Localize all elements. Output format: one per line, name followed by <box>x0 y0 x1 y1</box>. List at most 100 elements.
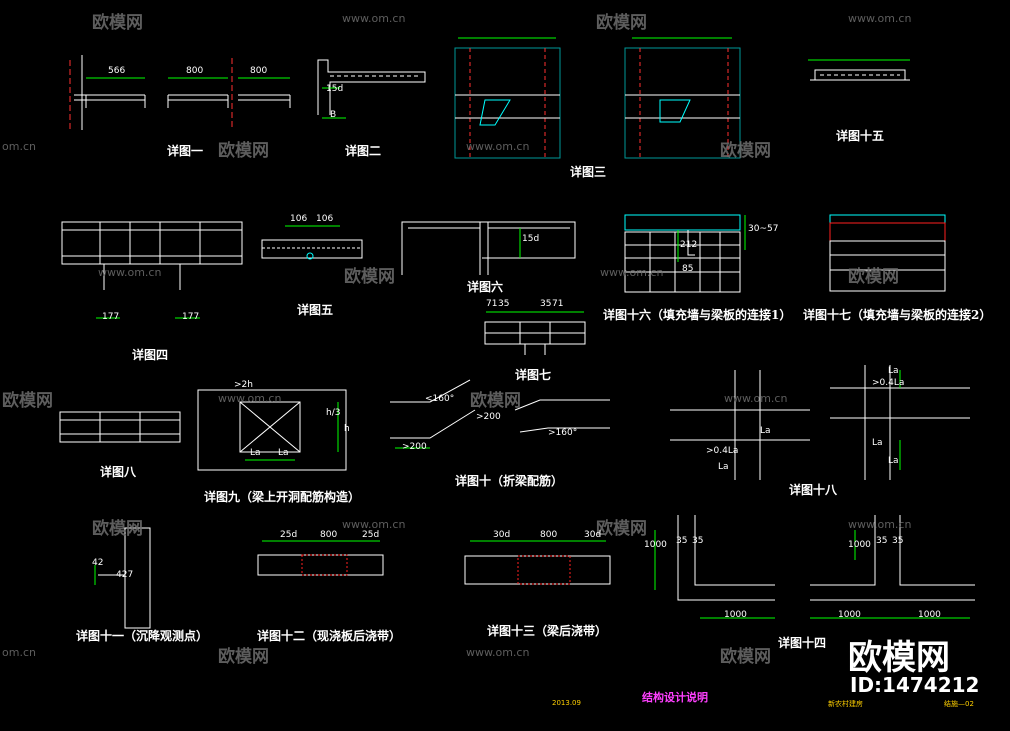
dimension-text: 35 <box>876 536 888 546</box>
dimension-text: 35 <box>498 299 510 309</box>
dimension-text: 71 <box>486 299 498 309</box>
dimension-text: 800 <box>250 66 268 76</box>
dimension-text: 800 <box>320 530 338 540</box>
dimension-text: >2h <box>234 380 253 390</box>
dimension-text: <160° <box>425 394 455 404</box>
dimension-text: La <box>888 456 899 466</box>
dimension-text: 15d <box>326 84 344 94</box>
dimension-text: 35 <box>676 536 688 546</box>
detail-13-label: 详图十三（梁后浇带） <box>487 624 608 638</box>
dimension-text: 177 <box>102 312 120 322</box>
dimension-text: 106 <box>316 214 334 224</box>
watermark-logo: 欧模网 <box>848 267 899 287</box>
dimension-text: 35 <box>540 299 552 309</box>
dimension-text: 800 <box>186 66 204 76</box>
detail-7-drawing <box>484 311 586 355</box>
dimension-text: La <box>760 426 771 436</box>
detail-6-label: 详图六 <box>467 280 504 294</box>
dimension-text: >200 <box>402 442 427 452</box>
watermark-url: www.om.cn <box>466 646 530 659</box>
watermark-logo: 欧模网 <box>596 519 647 539</box>
detail-16-drawing <box>624 214 746 293</box>
dimension-text: 35 <box>892 536 904 546</box>
watermark-logo: 欧模网 <box>720 141 771 161</box>
detail-18-drawing <box>670 365 970 480</box>
detail-16-label: 详图十六（填充墙与梁板的连接1） <box>603 308 792 322</box>
watermark-url: www.om.cn <box>848 12 912 25</box>
detail-17-drawing <box>829 214 946 292</box>
watermark-url: www.om.cn <box>218 392 282 405</box>
dimension-text: 25d <box>280 530 298 540</box>
dimension-text: >0.4La <box>872 378 905 388</box>
detail-10-label: 详图十（折梁配筋） <box>455 474 564 488</box>
watermark-url: www.om.cn <box>848 518 912 531</box>
detail-3-drawing <box>454 37 741 159</box>
dimension-text: 30~57 <box>748 224 779 234</box>
sheet-number: 结施—02 <box>944 700 974 708</box>
detail-4-drawing <box>61 221 243 319</box>
detail-14-drawing <box>654 515 975 619</box>
detail-14-label: 详图十四 <box>778 636 827 650</box>
dimension-text: La <box>278 448 289 458</box>
watermark-url: om.cn <box>2 140 36 153</box>
dimension-text: 1000 <box>848 540 871 550</box>
detail-2-label: 详图二 <box>345 144 382 158</box>
watermark-url: www.om.cn <box>724 392 788 405</box>
watermark-logo: 欧模网 <box>218 647 269 667</box>
detail-3-label: 详图三 <box>570 165 607 179</box>
dimension-text: B <box>330 110 337 120</box>
watermark-logo: 欧模网 <box>470 391 521 411</box>
dimension-text: 1000 <box>838 610 861 620</box>
watermark-logo: 欧模网 <box>218 141 269 161</box>
drawing-title: 结构设计说明 <box>642 691 708 704</box>
detail-1-label: 详图一 <box>167 144 204 158</box>
dimension-text: 25d <box>362 530 380 540</box>
dimension-text: >200 <box>476 412 501 422</box>
detail-11-drawing <box>94 527 151 629</box>
detail-9-drawing <box>197 389 347 471</box>
watermark-logo: 欧模网 <box>720 647 771 667</box>
detail-5-label: 详图五 <box>297 303 334 317</box>
dimension-text: 106 <box>290 214 308 224</box>
watermark-logo: 欧模网 <box>92 519 143 539</box>
brand-id: ID:1474212 <box>850 673 980 697</box>
dimension-text: 85 <box>682 264 694 274</box>
watermark-url: om.cn <box>2 646 36 659</box>
detail-17-label: 详图十七（填充墙与梁板的连接2） <box>803 308 992 322</box>
detail-15-drawing <box>808 59 910 81</box>
dimension-text: 71 <box>552 299 564 309</box>
watermark-url: www.om.cn <box>466 140 530 153</box>
dimension-text: 1000 <box>918 610 941 620</box>
dimension-text: 427 <box>116 570 134 580</box>
dimension-text: 35 <box>692 536 704 546</box>
dimension-text: La <box>718 462 729 472</box>
detail-4-label: 详图四 <box>132 348 169 362</box>
detail-9-label: 详图九（梁上开洞配筋构造） <box>204 490 361 504</box>
project-name: 新农村建房 <box>828 700 863 708</box>
watermark-logo: 欧模网 <box>596 13 647 33</box>
detail-5-drawing <box>261 225 363 260</box>
dimension-text: 30d <box>584 530 602 540</box>
detail-10-drawing <box>390 379 610 449</box>
detail-2-drawing <box>317 59 426 119</box>
watermark-url: www.om.cn <box>98 266 162 279</box>
detail-15-label: 详图十五 <box>836 129 885 143</box>
dimension-text: 1000 <box>724 610 747 620</box>
dimension-text: La <box>888 366 899 376</box>
dimension-text: 212 <box>680 240 698 250</box>
detail-1-drawing <box>69 55 291 130</box>
detail-7-label: 详图七 <box>515 368 552 382</box>
detail-6-drawing <box>401 221 576 275</box>
watermark-logo: 欧模网 <box>92 13 143 33</box>
watermark-logo: 欧模网 <box>344 267 395 287</box>
watermark-logo: 欧模网 <box>2 391 53 411</box>
dimension-text: 177 <box>182 312 200 322</box>
detail-18-label: 详图十八 <box>789 483 838 497</box>
watermark-url: www.om.cn <box>342 518 406 531</box>
detail-11-label: 详图十一（沉降观测点） <box>76 629 209 643</box>
detail-12-drawing <box>257 540 384 576</box>
dimension-text: 42 <box>92 558 104 568</box>
dimension-text: 800 <box>540 530 558 540</box>
dimension-text: La <box>872 438 883 448</box>
dimension-text: >160° <box>548 428 578 438</box>
